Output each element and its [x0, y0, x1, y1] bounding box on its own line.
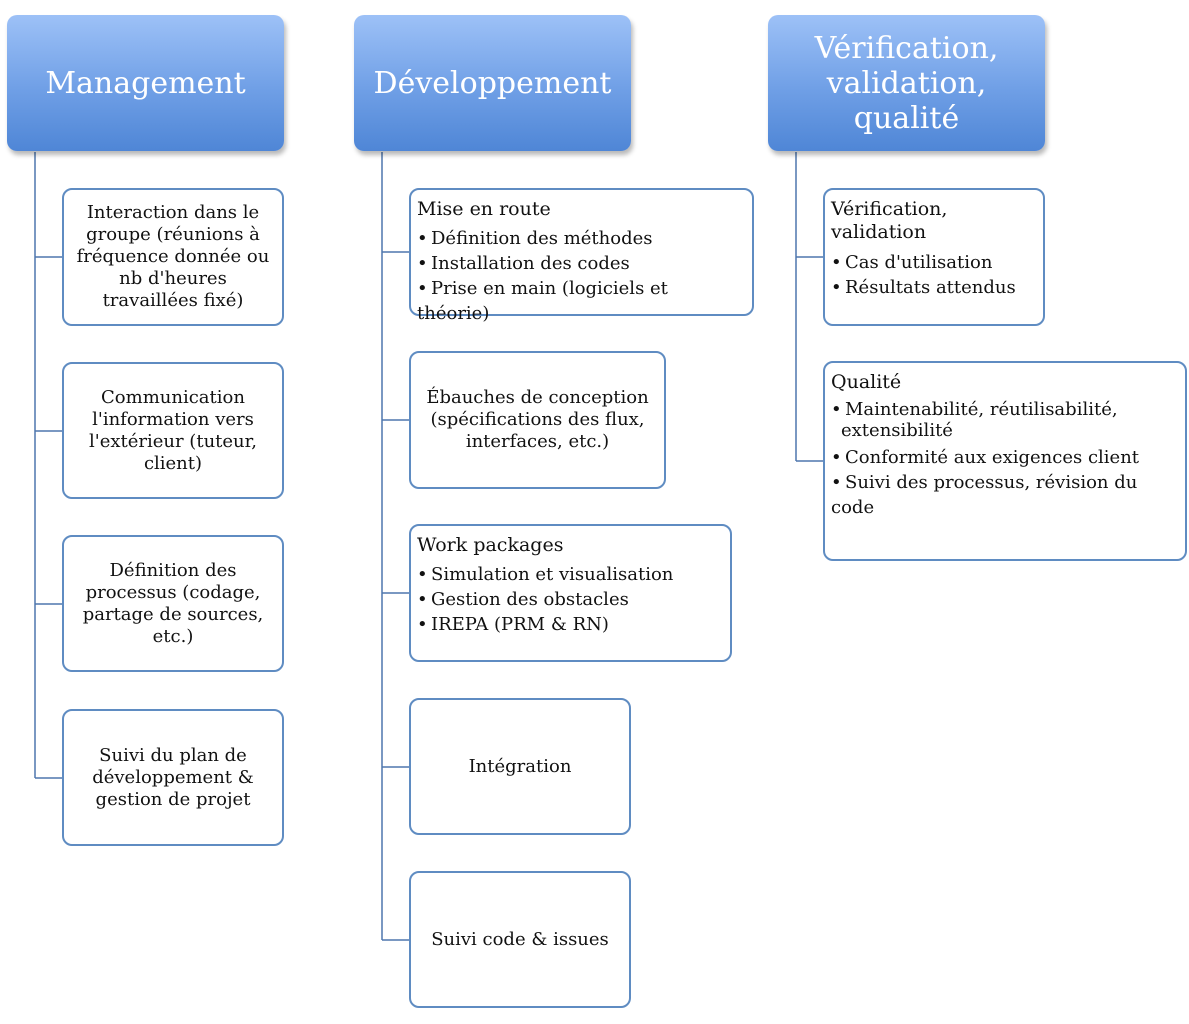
- management-item-communication: Communication l'information vers l'extér…: [62, 362, 284, 499]
- verif-item-title: Qualité: [831, 371, 902, 393]
- bullet-continuation: extensibilité: [841, 420, 953, 441]
- management-item-interaction: Interaction dans le groupe (réunions à f…: [62, 188, 284, 326]
- bullet-item: •Conformité aux exigences client: [831, 447, 1140, 468]
- bullet-item: •IREPA (PRM & RN): [417, 614, 609, 635]
- verification-header: Vérification, validation, qualité: [768, 15, 1045, 151]
- dev-item-ebauches: Ébauches de conception (spécifications d…: [409, 351, 666, 489]
- management-item-text: Suivi du plan de développement & gestion…: [92, 744, 254, 810]
- management-title: Management: [45, 65, 246, 101]
- dev-item-title: Mise en route: [417, 198, 551, 220]
- management-item-text: Définition des processus (codage, partag…: [82, 559, 264, 647]
- bullet-item: •Gestion des obstacles: [417, 589, 629, 610]
- dev-item-title: Work packages: [417, 534, 564, 556]
- bullet-item: •Simulation et visualisation: [417, 564, 674, 585]
- bullet-item: •Installation des codes: [417, 253, 630, 274]
- dev-item-text: Suivi code & issues: [431, 928, 609, 950]
- dev-item-bullets: •Définition des méthodes •Installation d…: [417, 226, 744, 326]
- verif-item-verification-validation: Vérification, validation •Cas d'utilisat…: [823, 188, 1045, 326]
- verif-item-bullets: •Maintenabilité, réutilisabilité,extensi…: [831, 399, 1177, 520]
- dev-item-text: Ébauches de conception (spécifications d…: [426, 387, 649, 452]
- bullet-item: •Résultats attendus: [831, 277, 1016, 298]
- bullet-item: •Suivi des processus, révision du code: [831, 472, 1138, 518]
- developpement-header: Développement: [354, 15, 631, 151]
- bullet-item: •Cas d'utilisation: [831, 252, 993, 273]
- management-item-text: Communication l'information vers l'extér…: [88, 386, 257, 474]
- dev-item-work-packages: Work packages •Simulation et visualisati…: [409, 524, 732, 662]
- verif-item-bullets: •Cas d'utilisation •Résultats attendus: [831, 250, 1035, 300]
- dev-item-integration: Intégration: [409, 698, 631, 835]
- bullet-item: •Maintenabilité, réutilisabilité,extensi…: [831, 399, 1177, 445]
- bullet-item: •Prise en main (logiciels et théorie): [417, 278, 668, 324]
- developpement-title: Développement: [373, 65, 612, 101]
- bullet-item: •Définition des méthodes: [417, 228, 653, 249]
- management-item-suivi-plan: Suivi du plan de développement & gestion…: [62, 709, 284, 846]
- dev-item-bullets: •Simulation et visualisation •Gestion de…: [417, 562, 722, 637]
- verif-item-title: Vérification, validation: [831, 198, 948, 243]
- dev-item-suivi-code: Suivi code & issues: [409, 871, 631, 1008]
- management-item-text: Interaction dans le groupe (réunions à f…: [76, 202, 270, 311]
- dev-item-text: Intégration: [468, 755, 572, 777]
- dev-item-mise-en-route: Mise en route •Définition des méthodes •…: [409, 188, 754, 324]
- management-item-processus: Définition des processus (codage, partag…: [62, 535, 284, 672]
- verification-title: Vérification, validation, qualité: [814, 30, 999, 136]
- management-header: Management: [7, 15, 284, 151]
- verif-item-qualite: Qualité •Maintenabilité, réutilisabilité…: [823, 361, 1187, 561]
